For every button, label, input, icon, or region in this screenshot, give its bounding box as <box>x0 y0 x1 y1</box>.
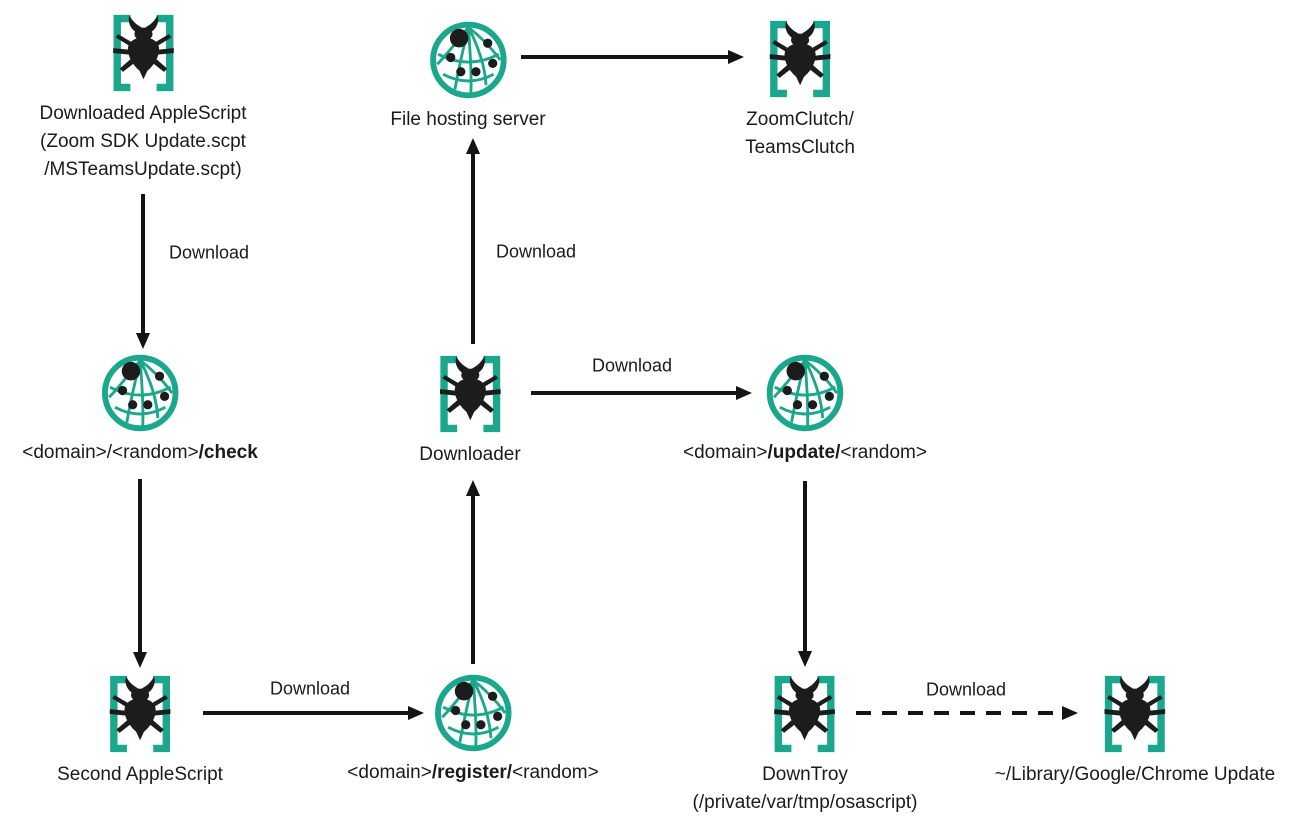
malware-bug-icon <box>759 16 841 102</box>
node-label: <domain>/register/<random> <box>347 762 599 783</box>
globe-server-icon <box>426 18 510 102</box>
edge-label-download: Download <box>269 678 351 699</box>
node-label: ZoomClutch/ TeamsClutch <box>745 109 855 158</box>
globe-server-icon <box>763 351 847 435</box>
node-register-endpoint: <domain>/register/<random> <box>347 671 599 787</box>
node-downloader: Downloader <box>419 351 521 469</box>
globe-server-icon <box>98 351 182 435</box>
globe-server-icon <box>431 671 515 755</box>
malware-bug-icon <box>1094 671 1176 757</box>
node-file-hosting-server: File hosting server <box>390 18 546 134</box>
node-zoomclutch-teamsclutch: ZoomClutch/ TeamsClutch <box>745 16 855 162</box>
edge-label-download: Download <box>925 679 1007 700</box>
edge-label-download: Download <box>168 242 250 263</box>
malware-bug-icon <box>102 10 184 96</box>
node-update-endpoint: <domain>/update/<random> <box>683 351 927 467</box>
malware-bug-icon <box>764 671 846 757</box>
malware-bug-icon <box>99 671 181 757</box>
node-downtroy: DownTroy (/private/var/tmp/osascript) <box>692 671 918 817</box>
node-chrome-update: ~/Library/Google/Chrome Update <box>995 671 1275 789</box>
node-label: Downloaded AppleScript (Zoom SDK Update.… <box>39 103 247 180</box>
node-label: <domain>/update/<random> <box>683 442 927 463</box>
node-check-endpoint: <domain>/<random>/check <box>22 351 258 467</box>
node-label: <domain>/<random>/check <box>22 442 258 463</box>
node-second-applescript: Second AppleScript <box>57 671 223 789</box>
node-label: File hosting server <box>390 109 546 130</box>
edge-label-download: Download <box>591 355 673 376</box>
node-label: Second AppleScript <box>57 764 223 785</box>
malware-bug-icon <box>429 351 511 437</box>
node-label: DownTroy (/private/var/tmp/osascript) <box>692 764 918 813</box>
node-label: ~/Library/Google/Chrome Update <box>994 764 1276 785</box>
node-downloaded-applescript: Downloaded AppleScript (Zoom SDK Update.… <box>39 10 247 184</box>
edge-label-download: Download <box>495 241 577 262</box>
node-label: Downloader <box>419 444 521 465</box>
